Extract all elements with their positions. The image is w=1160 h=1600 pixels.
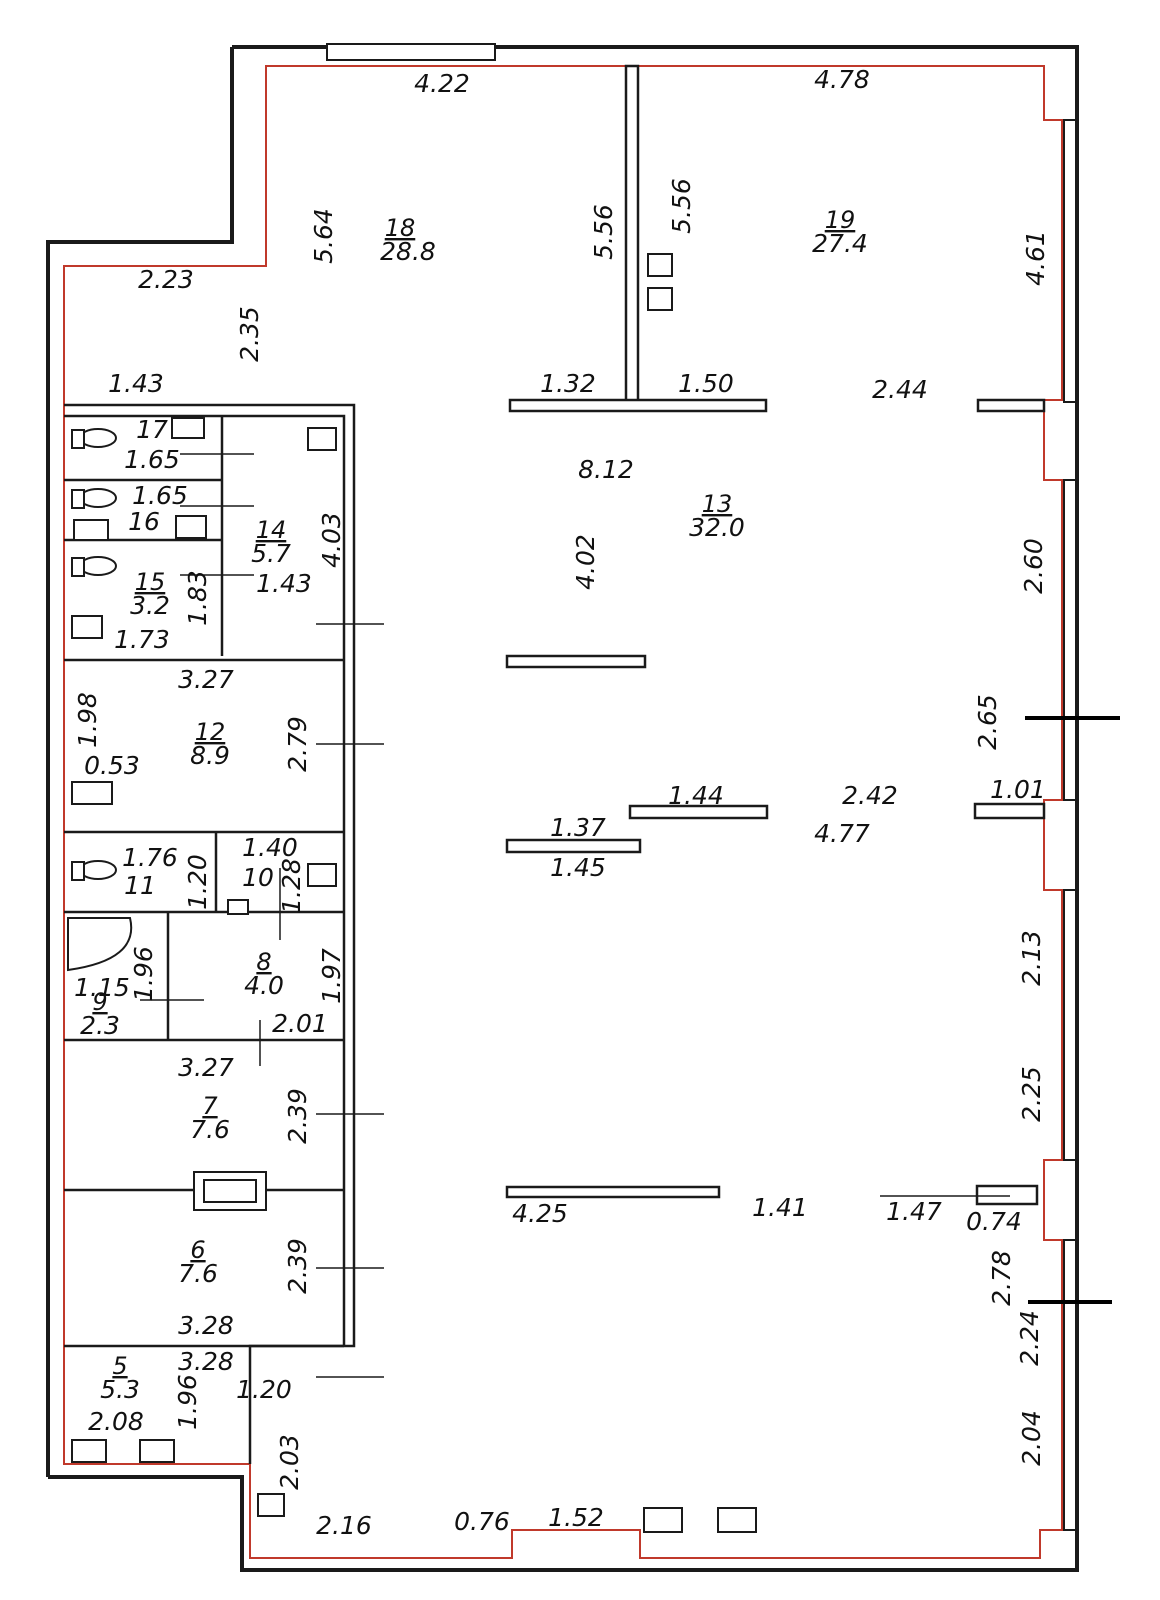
room-18-number: 18 [385,214,416,242]
dimension-label: 1.28 [277,858,306,914]
dimension-label: 2.04 [1017,1410,1046,1466]
room-7-number: 7 [202,1092,218,1120]
dimension-label: 1.97 [317,948,346,1004]
room-11-number: 11 [124,871,156,900]
room-12-number: 12 [195,718,226,746]
dimension-label: 0.53 [84,751,140,780]
dimension-label: 0.74 [966,1207,1022,1236]
dimension-label: 4.78 [814,65,870,94]
room-12-area: 8.9 [190,741,230,770]
dimension-label: 1.47 [886,1197,942,1226]
dimension-label: 2.16 [316,1511,372,1540]
room-15-area: 3.2 [130,591,170,620]
dimension-label: 1.44 [668,781,724,810]
room-7-area: 7.6 [190,1115,230,1144]
dimension-label: 1.65 [124,445,180,474]
room-14-number: 14 [256,516,287,544]
dimension-label: 4.77 [814,819,870,848]
dimension-label: 2.79 [283,716,312,772]
dimension-label: 1.15 [74,973,130,1002]
dimension-label: 1.96 [129,946,158,1002]
dimension-label: 1.50 [678,369,734,398]
dimension-label: 1.43 [108,369,164,398]
dimension-label: 4.61 [1021,230,1050,286]
dimension-label: 0.76 [454,1507,510,1536]
inner-boundary-line [63,65,1063,1559]
dimension-label: 1.76 [122,843,178,872]
dimension-label: 5.56 [589,204,618,260]
room-6-number: 6 [190,1236,205,1264]
dimension-label: 1.65 [132,481,188,510]
dimension-label: 2.24 [1015,1310,1044,1366]
room-5-number: 5 [112,1352,127,1380]
dimension-label: 3.28 [178,1311,234,1340]
dimension-label: 3.27 [178,1053,234,1082]
dimension-label: 2.78 [987,1250,1016,1306]
dimension-label: 1.73 [114,625,170,654]
dimension-label: 5.56 [667,178,696,234]
room-5-area: 5.3 [100,1375,140,1404]
dimension-label: 1.32 [540,369,596,398]
dimension-label: 4.22 [414,69,470,98]
dimension-label: 2.13 [1017,930,1046,986]
dimension-label: 1.96 [173,1374,202,1430]
room-labels: 18 28.8 19 27.4 13 32.0 17 16 14 5.7 15 … [80,206,868,1404]
room-15-number: 15 [135,568,166,596]
dimension-label: 1.45 [550,853,606,882]
dimension-label: 2.39 [283,1238,312,1294]
room-18-area: 28.8 [380,237,436,266]
dimension-label: 1.20 [183,854,212,910]
room-13-number: 13 [702,490,733,518]
dimension-label: 5.64 [309,208,338,264]
dimension-label: 2.42 [842,781,898,810]
room-13-area: 32.0 [689,513,745,542]
dimension-label: 2.60 [1019,538,1048,594]
dimension-label: 1.40 [242,833,298,862]
dimension-label: 1.83 [183,570,212,626]
interior-partitions [64,64,1046,1464]
room-16-number: 16 [128,507,160,536]
dimension-label: 4.02 [571,534,600,590]
room-9-area: 2.3 [80,1011,120,1040]
dimension-label: 2.35 [235,306,264,362]
dimension-label: 4.25 [512,1199,568,1228]
dimension-label: 8.12 [578,455,634,484]
dimension-label: 1.20 [236,1375,292,1404]
dimension-label: 2.65 [973,694,1002,750]
dimension-label: 2.25 [1017,1066,1046,1122]
door-marks [140,453,1120,1378]
room-19-number: 19 [825,206,856,234]
room-14-area: 5.7 [251,539,291,568]
room-8-number: 8 [256,948,271,976]
dimension-label: 2.03 [275,1434,304,1490]
exterior-walls [46,45,1079,1572]
dimension-label: 1.41 [752,1193,808,1222]
room-6-area: 7.6 [178,1259,218,1288]
dimension-label: 1.98 [73,692,102,748]
dimension-label: 2.44 [872,375,928,404]
dimension-label: 2.39 [283,1088,312,1144]
dimension-label: 2.23 [138,265,194,294]
dimension-label: 1.43 [256,569,312,598]
dimension-label: 1.52 [548,1503,604,1532]
dimension-label: 4.03 [317,512,346,568]
dimension-labels: 4.22 4.78 5.64 5.56 5.56 4.61 2.23 2.35 … [73,65,1050,1540]
dimension-label: 2.01 [272,1009,328,1038]
room-10-number: 10 [242,863,274,892]
room-9-number: 9 [92,988,107,1016]
top-window [326,43,496,61]
toilet-fixtures [67,253,757,1533]
dimension-label: 3.27 [178,665,234,694]
room-8-area: 4.0 [244,971,284,1000]
room-17-number: 17 [136,415,168,444]
dimension-label: 2.08 [88,1407,144,1436]
dimension-label: 1.01 [990,775,1046,804]
room-19-area: 27.4 [812,229,868,258]
dimension-label: 1.37 [550,813,606,842]
right-windows [1063,119,1077,1531]
dimension-label: 3.28 [178,1347,234,1376]
